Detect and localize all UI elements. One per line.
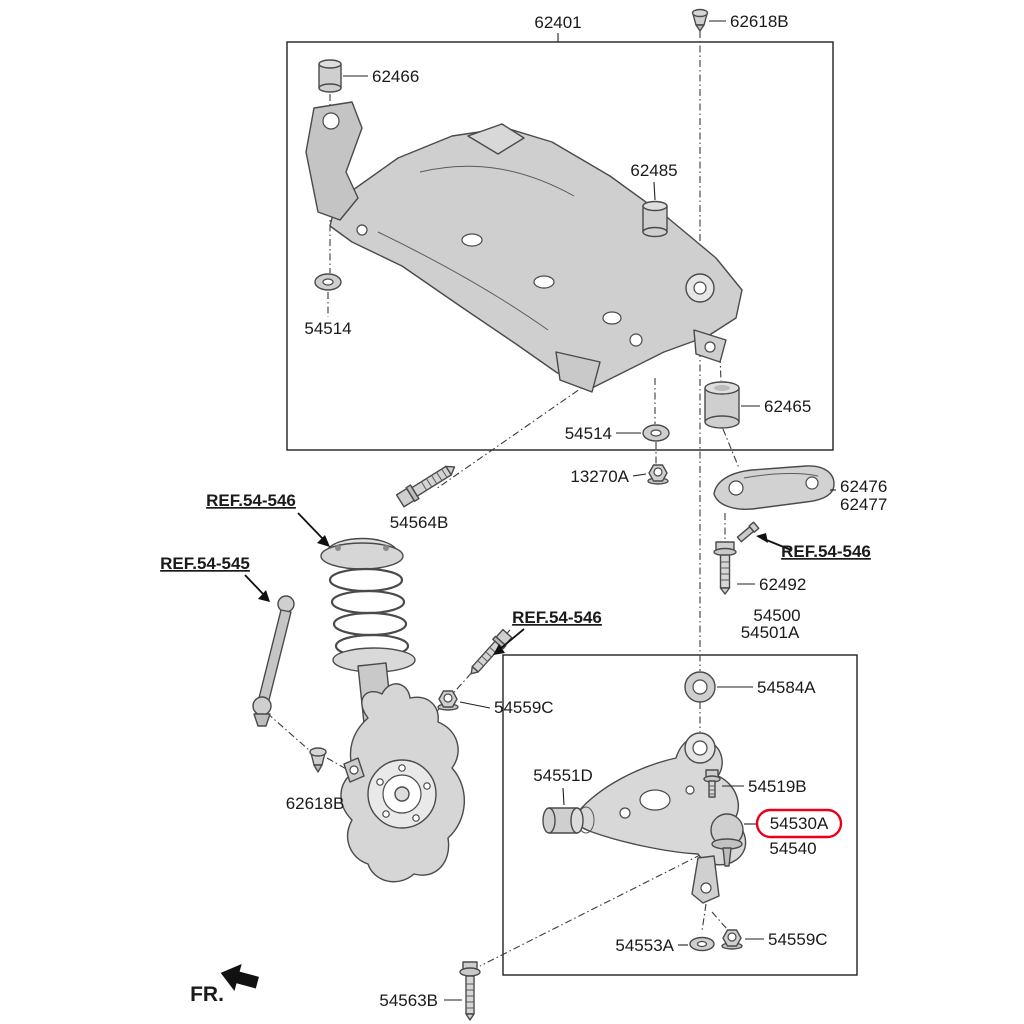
part-label-54559c-right: 54559C: [768, 930, 828, 949]
nut-icon-13270a: [647, 464, 669, 485]
ball-joint-icon-54540: [710, 813, 744, 867]
steering-knuckle-illustration: [340, 683, 465, 883]
part-label-62492: 62492: [759, 575, 806, 594]
part-label-54514-mid: 54514: [565, 424, 612, 443]
bolt-icon-54519b: [703, 769, 721, 798]
bolt-icon-ref-small: [736, 521, 760, 543]
pin-icon-62618b-top: [691, 8, 709, 32]
part-label-62476: 62476: [840, 477, 887, 496]
part-label-62618b-lower: 62618B: [286, 794, 345, 813]
part-label-54501a: 54501A: [741, 623, 800, 642]
insulator-icon-62485: [642, 200, 668, 238]
part-label-54551d: 54551D: [533, 766, 593, 785]
lower-assembly-box: [502, 654, 858, 976]
part-label-62465: 62465: [764, 397, 811, 416]
washer-icon-54553a: [689, 936, 715, 952]
part-label-54530a-highlighted[interactable]: 54530A: [770, 814, 829, 833]
stabilizer-link-illustration: [252, 595, 295, 727]
nut-icon-54559c-right: [721, 929, 743, 950]
part-label-62485: 62485: [630, 161, 677, 180]
bushing-icon-54584a: [684, 671, 716, 703]
ref-arrows: [244, 512, 792, 655]
part-label-54540: 54540: [769, 839, 816, 858]
ref-label-54-546-a: REF.54-546: [206, 491, 296, 510]
front-arrow-icon: [220, 963, 259, 992]
front-crossmember-illustration: [305, 101, 743, 393]
insulator-icon-62466: [318, 59, 342, 93]
ref-label-54-545: REF.54-545: [160, 554, 250, 573]
fr-label: FR.: [190, 983, 224, 1006]
part-label-62477: 62477: [840, 495, 887, 514]
bolt-icon-54563b: [459, 961, 481, 1021]
ref-label-54-546-b: REF.54-546: [512, 608, 602, 627]
bolt-icon-62492: [713, 541, 737, 595]
part-label-54553a: 54553A: [615, 936, 674, 955]
part-label-54559c-left: 54559C: [494, 698, 554, 717]
part-label-62466: 62466: [372, 67, 419, 86]
part-labels: 62401 62618B 62466 62485 54514 62465 545…: [160, 12, 887, 1010]
bolt-icon-54564b: [395, 465, 456, 508]
part-label-54564b: 54564B: [390, 513, 449, 532]
bushing-icon-62465: [704, 381, 740, 429]
part-label-54584a: 54584A: [757, 678, 816, 697]
part-label-54514-left: 54514: [304, 319, 351, 338]
washer-icon-54514-mid: [642, 424, 670, 442]
part-label-54519b: 54519B: [748, 777, 807, 796]
upper-assembly-box: [286, 41, 834, 451]
bushing-icon-54551d: [542, 807, 584, 834]
bolt-icon-ref-54-546-b: [470, 628, 513, 675]
bracket-icon-62476: [713, 465, 835, 510]
highlight-box-54530a[interactable]: [755, 808, 843, 839]
part-label-62401: 62401: [534, 13, 581, 32]
part-label-62618b-top: 62618B: [730, 12, 789, 31]
nut-icon-54559c-left: [437, 690, 459, 711]
front-direction-indicator: FR.: [190, 963, 259, 1006]
leader-lines: [343, 20, 836, 1001]
washer-icon-54514-left: [314, 273, 342, 291]
lower-control-arm-illustration: [574, 732, 747, 904]
ref-label-54-546-c: REF.54-546: [781, 542, 871, 561]
part-label-54500: 54500: [753, 606, 800, 625]
part-label-54563b: 54563B: [379, 991, 438, 1010]
part-label-13270a: 13270A: [570, 467, 629, 486]
pin-icon-62618b-lower: [309, 747, 327, 773]
